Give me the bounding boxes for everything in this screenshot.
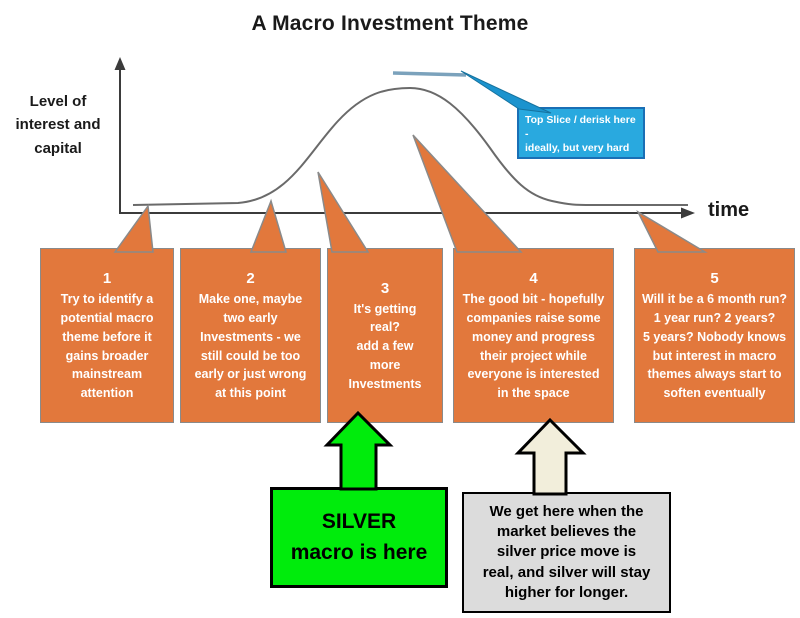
market-belief-callout: We get here when the market believes the… <box>462 492 671 613</box>
stage-box-3: 3 It's getting real? add a few more Inve… <box>327 248 443 423</box>
top-slice-callout-pointer <box>460 70 552 114</box>
silver-macro-line2: macro is here <box>290 540 428 564</box>
stage2-pointer <box>249 198 288 253</box>
stage5-pointer <box>636 210 708 253</box>
stage-box-2: 2 Make one, maybe two early Investments … <box>180 248 321 423</box>
stage-box-1: 1 Try to identify a potential macro them… <box>40 248 174 423</box>
stage-text: It's getting real? add a few more Invest… <box>348 301 422 391</box>
market-up-arrow-icon <box>514 417 587 496</box>
stage-box-5: 5 Will it be a 6 month run? 1 year run? … <box>634 248 795 423</box>
stage-text: Try to identify a potential macro theme … <box>60 292 154 400</box>
silver-up-arrow-icon <box>323 410 394 491</box>
stage-number: 2 <box>246 270 255 288</box>
stage-text: The good bit - hopefully companies raise… <box>462 292 605 400</box>
stage-number: 3 <box>380 279 390 297</box>
stage-number: 1 <box>102 270 112 288</box>
page-title: A Macro Investment Theme <box>251 12 529 35</box>
stage-number: 5 <box>710 270 719 288</box>
top-slice-callout: Top Slice / derisk here - ideally, but v… <box>517 107 645 183</box>
stage1-pointer <box>113 203 154 253</box>
silver-macro-callout: SILVER macro is here <box>270 487 448 588</box>
interest-curve <box>132 86 688 206</box>
stage-text: Make one, maybe two early Investments - … <box>194 292 307 400</box>
stage3-pointer <box>317 171 370 253</box>
top-slice-level-line <box>392 71 467 77</box>
y-axis-label: Level of interest and capital <box>15 93 101 157</box>
stage-text: Will it be a 6 month run? 1 year run? 2 … <box>641 292 788 400</box>
stage-number: 4 <box>529 270 538 288</box>
y-axis-arrowhead-icon <box>114 57 126 70</box>
silver-macro-line1: SILVER <box>321 510 397 534</box>
x-axis-arrowhead-icon <box>681 207 695 219</box>
x-axis-label: time <box>708 199 750 221</box>
stage4-pointer <box>412 134 523 253</box>
stage-box-4: 4 The good bit - hopefully companies rai… <box>453 248 614 423</box>
